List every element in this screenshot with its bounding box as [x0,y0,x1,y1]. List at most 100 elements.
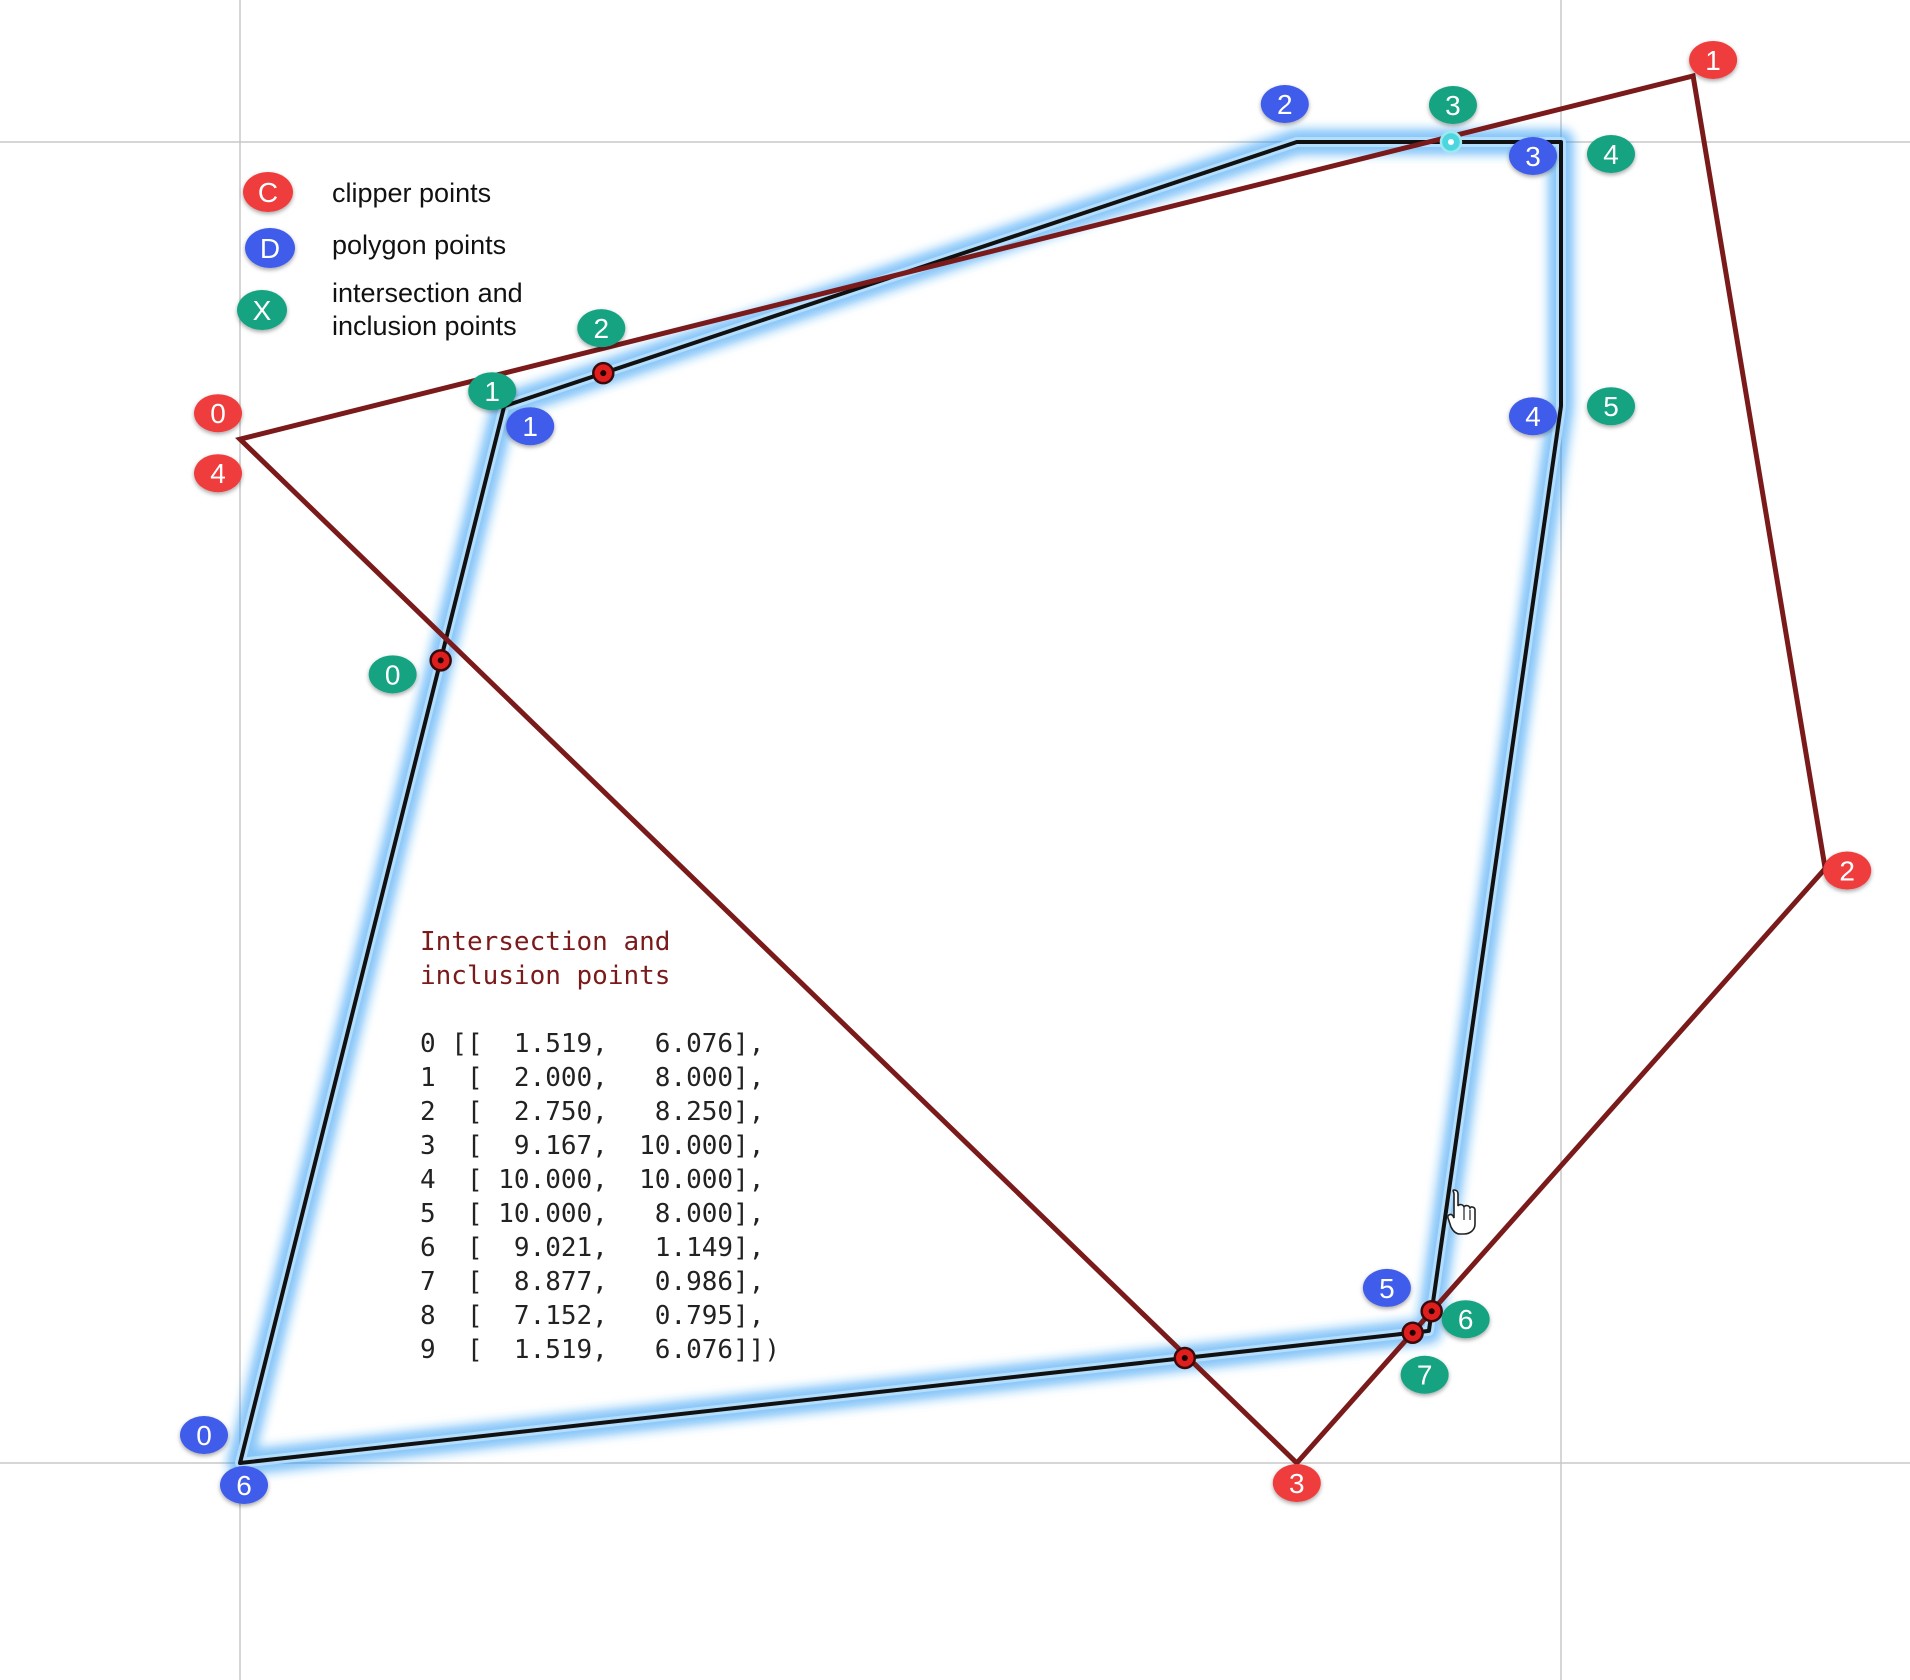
crossing-marker-dot [1181,1354,1188,1361]
polygon-point-badge-2-shape [1260,85,1309,123]
code-title-line1: Intersection and [420,927,670,957]
polygon-point-badge-2-label: 2 [1277,89,1293,120]
code-title-line2: inclusion points [420,961,670,991]
polygon-point-badge-1-shape [506,407,555,446]
legend: C clipper points D polygon points X inte… [237,172,523,341]
clipper-point-badge-1-shape [1689,40,1738,79]
code-lines: 0 [[ 1.519, 6.076], 1 [ 2.000, 8.000], 2 [… [420,1029,780,1365]
polygon-point-badge-5-shape [1362,1268,1411,1307]
legend-polygon-label: polygon points [332,230,506,260]
polygon-point-badge-6: 6 [220,1466,268,1504]
intersection-point-badge-7-label: 7 [1417,1360,1433,1391]
polygon-point-badge-6-label: 6 [236,1470,252,1501]
legend-intersection-badge [237,290,287,330]
polygon-point-badge-3-label: 3 [1525,141,1541,172]
crossing-marker-4 [1401,1321,1424,1344]
polygon-point-badge-4-label: 4 [1525,401,1541,432]
polygon-point-badge-1: 1 [506,407,555,446]
intersection-point-badge-5-label: 5 [1603,391,1619,422]
crossing-marker-1 [592,361,615,385]
legend-intersection: X intersection and inclusion points [237,278,523,341]
intersection-point-badge-2-shape [577,309,626,348]
intersection-point-badge-7: 7 [1400,1355,1449,1394]
code-line-8: 8 [ 7.152, 0.795], [420,1301,764,1331]
intersection-point-badge-4-shape [1587,135,1635,173]
clipper-point-badge-2: 2 [1823,851,1872,890]
legend-polygon: D polygon points [245,228,506,268]
polygon-point-badge-1-label: 1 [522,411,538,442]
clipper-point-badge-3-label: 3 [1289,1468,1305,1499]
code-line-0: 0 [[ 1.519, 6.076], [420,1029,764,1059]
clipper-point-badge-0-label: 0 [210,398,226,429]
legend-clipper-glyph: C [258,177,278,208]
polygon-point-badge-6-shape [220,1466,268,1504]
legend-intersection-label-line2: inclusion points [332,311,517,341]
code-line-3: 3 [ 9.167, 10.000], [420,1131,764,1161]
crossing-marker-3 [1420,1299,1443,1323]
highlight-marker-dot [1447,139,1454,145]
intersection-markers [429,130,1463,1370]
intersection-point-badge-0: 0 [368,655,417,694]
clipper-point-badge-4: 4 [194,454,242,493]
code-line-6: 6 [ 9.021, 1.149], [420,1233,764,1263]
intersection-point-badge-4: 4 [1587,135,1635,173]
intersection-point-badge-0-label: 0 [385,659,401,690]
polygon-point-badge-3-shape [1509,137,1557,175]
intersection-point-badge-5-shape [1587,387,1635,426]
intersection-point-badge-4-label: 4 [1603,139,1619,170]
code-line-4: 4 [ 10.000, 10.000], [420,1165,764,1195]
intersection-point-badge-1: 1 [468,372,517,411]
polygon-point-badge-0-label: 0 [196,1420,212,1451]
polygon-point-badge-4: 4 [1509,397,1557,436]
intersection-point-badge-2: 2 [577,309,626,348]
intersection-point-badge-1-shape [468,372,517,411]
legend-clipper: C clipper points [243,172,491,212]
intersection-point-badge-6: 6 [1441,1300,1490,1339]
legend-clipper-badge [243,172,293,212]
legend-intersection-glyph: X [253,295,272,326]
clipper-point-badge-1-label: 1 [1705,45,1721,76]
legend-intersection-label-line1: intersection and [332,278,523,308]
polygon-point-badge-4-shape [1509,397,1557,436]
clipper-point-badge-1: 1 [1689,40,1738,79]
clipper-point-badge-3-shape [1272,1464,1321,1502]
code-line-7: 7 [ 8.877, 0.986], [420,1267,764,1297]
intersection-point-badge-3: 3 [1428,86,1477,124]
intersection-point-badge-3-shape [1428,86,1477,124]
legend-clipper-label: clipper points [332,178,491,208]
code-line-9: 9 [ 1.519, 6.076]]) [420,1335,780,1365]
clipper-point-badge-0: 0 [194,394,242,433]
hand-cursor-icon [1447,1189,1476,1235]
polygon-point-badge-2: 2 [1260,85,1309,123]
polygon-point-badge-5-label: 5 [1379,1273,1395,1304]
highlight-marker [1439,130,1463,154]
clipper-point-badge-2-shape [1823,851,1872,890]
intersection-point-badge-6-shape [1441,1300,1490,1339]
clipper-point-badge-4-shape [194,454,242,493]
clipper-point-badge-3: 3 [1272,1464,1321,1502]
code-line-2: 2 [ 2.750, 8.250], [420,1097,764,1127]
intersection-point-badge-6-label: 6 [1458,1304,1474,1335]
crossing-marker-dot [437,657,444,664]
crossing-marker-0 [429,649,452,672]
crossing-marker-dot [1409,1329,1416,1336]
intersection-point-badge-7-shape [1400,1355,1449,1394]
clipper-point-badge-4-label: 4 [210,458,226,489]
polygon-point-badge-0-shape [180,1416,228,1454]
intersection-point-badge-1-label: 1 [484,376,500,407]
polygon-point-badge-3: 3 [1509,137,1557,175]
intersection-point-badge-0-shape [368,655,417,694]
code-line-1: 1 [ 2.000, 8.000], [420,1063,764,1093]
code-line-5: 5 [ 10.000, 8.000], [420,1199,764,1229]
intersection-point-badge-3-label: 3 [1445,90,1461,121]
intersection-point-badge-2-label: 2 [593,313,609,344]
intersection-point-badge-5: 5 [1587,387,1635,426]
legend-polygon-glyph: D [260,233,280,264]
polygon-point-badge-0: 0 [180,1416,228,1454]
crossing-marker-dot [1428,1308,1435,1315]
crossing-marker-dot [600,370,607,377]
polygon-point-badge-5: 5 [1362,1268,1411,1307]
code-block: Intersection and inclusion points 0 [[ 1… [420,927,780,1365]
legend-polygon-badge [245,228,295,268]
